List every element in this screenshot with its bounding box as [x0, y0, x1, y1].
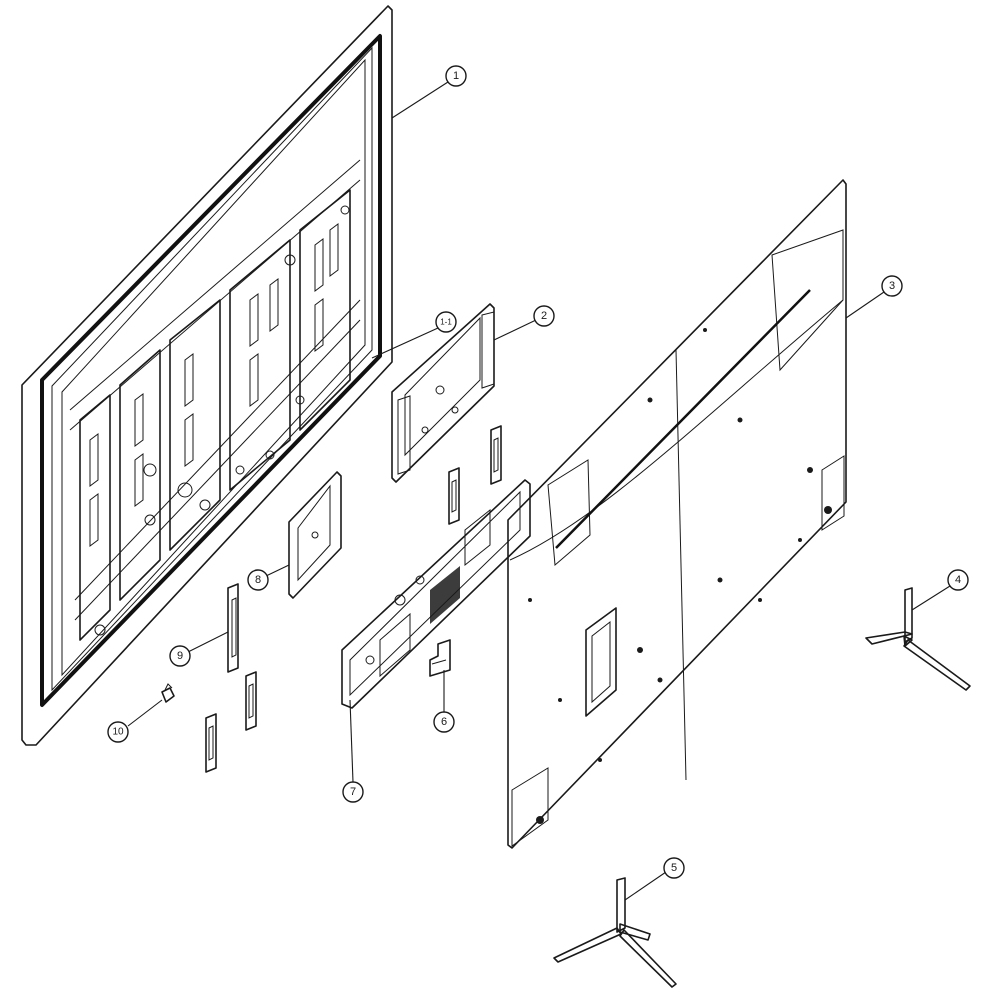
small-bracket-a — [490, 425, 502, 485]
small-bracket-d — [205, 713, 217, 773]
callout-7: 7 — [342, 699, 364, 803]
part-10-clip — [161, 683, 175, 703]
callout-3: 3 — [845, 275, 903, 319]
callout-9-label: 9 — [177, 650, 183, 662]
callout-4-label: 4 — [955, 574, 961, 586]
callout-9: 9 — [169, 631, 229, 667]
callout-2-label: 2 — [541, 310, 547, 322]
small-bracket-c — [245, 671, 257, 731]
callout-8: 8 — [247, 564, 290, 591]
part-5-stand-bottom — [553, 877, 677, 988]
callout-1-1-label: 1-1 — [440, 318, 452, 327]
callout-1: 1 — [391, 65, 467, 119]
callout-4: 4 — [911, 569, 969, 611]
small-bracket-b — [448, 467, 460, 525]
part-4-stand-right — [865, 587, 971, 691]
part-1-panel-assembly — [21, 5, 393, 746]
part-6-bracket — [429, 639, 451, 677]
callout-6: 6 — [433, 670, 455, 733]
callout-6-label: 6 — [441, 716, 447, 728]
part-2-main-board — [391, 303, 495, 483]
callout-3-label: 3 — [889, 280, 895, 292]
callout-1-label: 1 — [453, 70, 459, 82]
part-9-vertical-bracket — [227, 583, 239, 673]
callout-8-label: 8 — [255, 574, 261, 586]
part-3-back-cover — [507, 179, 847, 849]
callout-5: 5 — [624, 857, 685, 901]
callout-7-label: 7 — [350, 786, 356, 798]
part-8-sub-board — [288, 471, 342, 599]
callout-10-label: 10 — [112, 727, 124, 738]
callout-1-1: 1-1 — [371, 311, 457, 359]
part-7-power-board — [341, 479, 531, 709]
callout-2: 2 — [493, 305, 555, 341]
callout-5-label: 5 — [671, 862, 677, 874]
callout-10: 10 — [107, 699, 163, 743]
